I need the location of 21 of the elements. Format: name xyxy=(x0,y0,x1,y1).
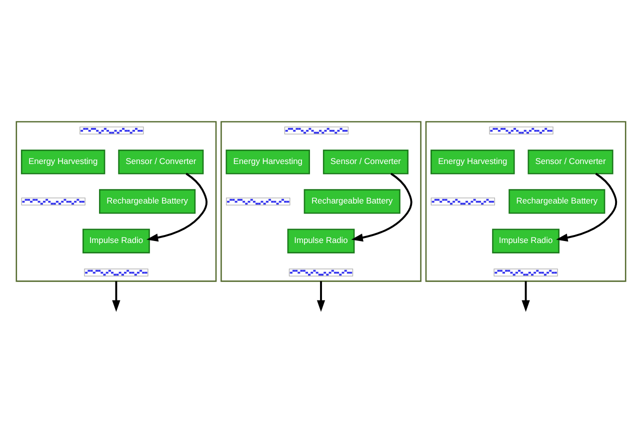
node-box: Impulse Radio xyxy=(492,228,560,254)
arrow xyxy=(522,281,530,312)
node-box: Rechargeable Battery xyxy=(304,189,400,214)
arrow xyxy=(316,281,326,312)
cluster xyxy=(425,121,626,282)
node-box: Impulse Radio xyxy=(287,228,355,254)
cluster xyxy=(16,121,217,282)
node-box: Rechargeable Battery xyxy=(508,189,606,214)
node-box: Energy Harvesting xyxy=(226,150,310,174)
arrow xyxy=(112,281,120,312)
arrow xyxy=(556,172,618,242)
arrow xyxy=(146,172,208,242)
node-box: Sensor / Converter xyxy=(322,150,408,174)
node-box: Impulse Radio xyxy=(82,228,150,254)
cluster xyxy=(220,121,422,282)
arrow xyxy=(351,172,412,242)
node-box: Sensor / Converter xyxy=(528,150,614,174)
node-box: Energy Harvesting xyxy=(430,150,515,174)
node-box: Rechargeable Battery xyxy=(99,189,196,214)
node-box: Energy Harvesting xyxy=(20,150,106,174)
node-box: Sensor / Converter xyxy=(118,150,204,174)
